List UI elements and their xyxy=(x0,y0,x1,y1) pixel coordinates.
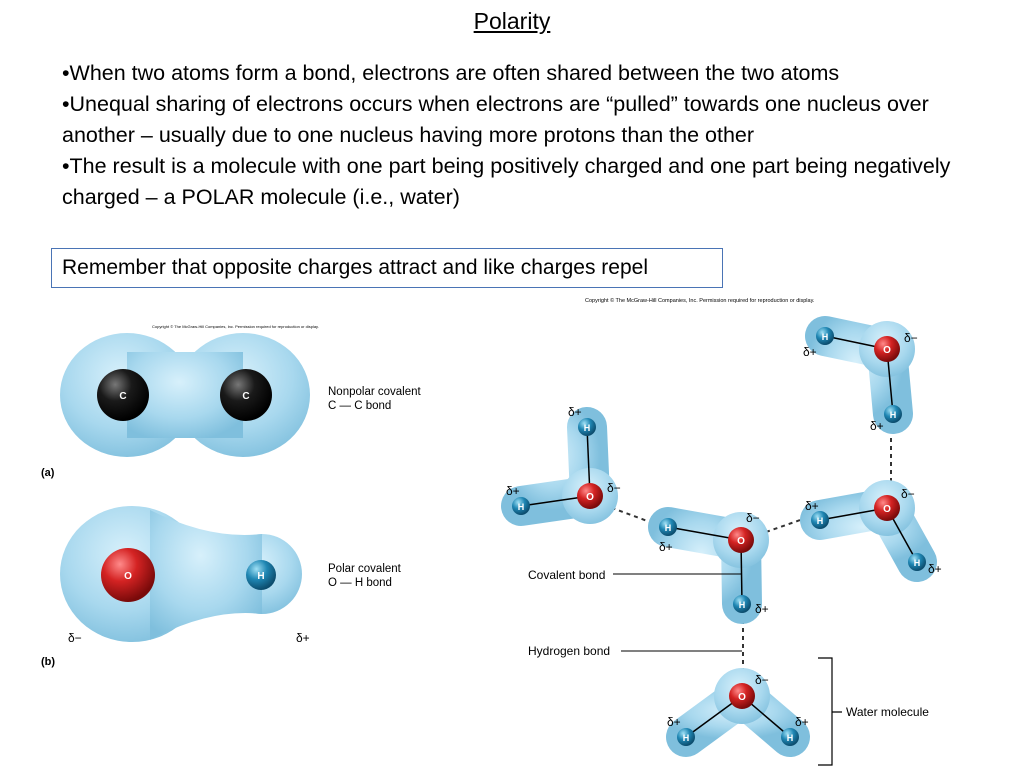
delta-minus-label: δ− xyxy=(746,511,760,525)
hydrogen-atom xyxy=(659,518,677,536)
atom-label: O xyxy=(738,692,746,703)
hydrogen-atom xyxy=(578,418,596,436)
delta-plus-label: δ+ xyxy=(870,419,884,433)
oxygen-atom xyxy=(101,548,155,602)
atom-label: H xyxy=(817,516,824,526)
atom-label: O xyxy=(883,345,891,356)
oxygen-atom xyxy=(874,336,900,362)
delta-plus-label: δ+ xyxy=(928,562,942,576)
hydrogen-atom xyxy=(781,728,799,746)
water-molecule: O H H xyxy=(666,668,810,757)
hydrogen-atom xyxy=(811,511,829,529)
carbon-atom xyxy=(97,369,149,421)
atom-label: H xyxy=(890,410,897,420)
atom-label: O xyxy=(124,571,132,582)
atom-label: O xyxy=(586,492,594,503)
atom-label: H xyxy=(665,523,672,533)
atom-label: H xyxy=(584,423,591,433)
left-copyright: Copyright © The McGraw-Hill Companies, I… xyxy=(152,324,319,329)
carbon-atom xyxy=(220,369,272,421)
atom-label: O xyxy=(737,536,745,547)
atom-label: H xyxy=(518,502,525,512)
atom-label: C xyxy=(242,391,249,402)
atom-label: O xyxy=(883,504,891,515)
panel-a-label: Nonpolar covalent xyxy=(328,386,422,398)
water-molecule-bracket xyxy=(818,657,842,766)
delta-plus-label: δ+ xyxy=(795,715,809,729)
atom-label: H xyxy=(914,558,921,568)
delta-plus-label: δ+ xyxy=(659,540,673,554)
hydrogen-atom xyxy=(677,728,695,746)
water-molecule: O H H xyxy=(648,507,769,624)
water-molecule-label: Water molecule xyxy=(846,705,929,719)
atom-label: C xyxy=(119,391,126,402)
panel-a-tag: (a) xyxy=(41,467,55,479)
atom-label: H xyxy=(739,600,746,610)
panel-a-label: C — C bond xyxy=(328,400,391,412)
covalent-bond-label: Covalent bond xyxy=(528,568,605,582)
panel-b-label: Polar covalent xyxy=(328,563,402,575)
delta-minus-label: δ− xyxy=(901,487,915,501)
delta-minus-label: δ− xyxy=(607,481,621,495)
slide-title: Polarity xyxy=(473,8,551,34)
hydrogen-bond-label: Hydrogen bond xyxy=(528,644,610,658)
delta-plus-label: δ+ xyxy=(803,345,817,359)
atom-label: H xyxy=(822,332,829,342)
oxygen-atom xyxy=(577,483,603,509)
delta-minus-label: δ− xyxy=(755,673,769,687)
hydrogen-atom xyxy=(733,595,751,613)
bullet-list: •When two atoms form a bond, electrons a… xyxy=(62,58,992,213)
right-copyright: Copyright © The McGraw-Hill Companies, I… xyxy=(585,297,815,304)
water-molecule: O H H xyxy=(800,480,937,582)
hydrogen-atom xyxy=(908,553,926,571)
hydrogen-atom xyxy=(246,560,276,590)
water-molecule: O H H xyxy=(501,407,618,526)
delta-plus-label: δ+ xyxy=(506,484,520,498)
hydrogen-atom xyxy=(816,327,834,345)
hydrogen-atom xyxy=(884,405,902,423)
atom-label: H xyxy=(683,733,690,743)
oxygen-atom xyxy=(729,683,755,709)
panel-a-molecule: C C xyxy=(60,333,310,457)
delta-plus-label: δ+ xyxy=(296,631,310,645)
delta-plus-label: δ+ xyxy=(755,602,769,616)
callout-box: Remember that opposite charges attract a… xyxy=(51,248,723,288)
panel-b-tag: (b) xyxy=(41,656,55,668)
hydrogen-atom xyxy=(512,497,530,515)
water-molecule: O H H xyxy=(805,316,915,434)
bullet-item: •The result is a molecule with one part … xyxy=(62,154,951,209)
delta-minus-label: δ− xyxy=(904,331,918,345)
delta-plus-label: δ+ xyxy=(667,715,681,729)
atom-label: H xyxy=(787,733,794,743)
delta-plus-label: δ+ xyxy=(568,405,582,419)
bullet-item: •When two atoms form a bond, electrons a… xyxy=(62,61,840,85)
delta-plus-label: δ+ xyxy=(805,499,819,513)
oxygen-atom xyxy=(728,527,754,553)
atom-label: H xyxy=(257,571,264,582)
bullet-item: •Unequal sharing of electrons occurs whe… xyxy=(62,92,929,147)
panel-b-label: O — H bond xyxy=(328,577,392,589)
oxygen-atom xyxy=(874,495,900,521)
panel-b-molecule: O H xyxy=(60,506,302,642)
delta-minus-label: δ− xyxy=(68,631,82,645)
